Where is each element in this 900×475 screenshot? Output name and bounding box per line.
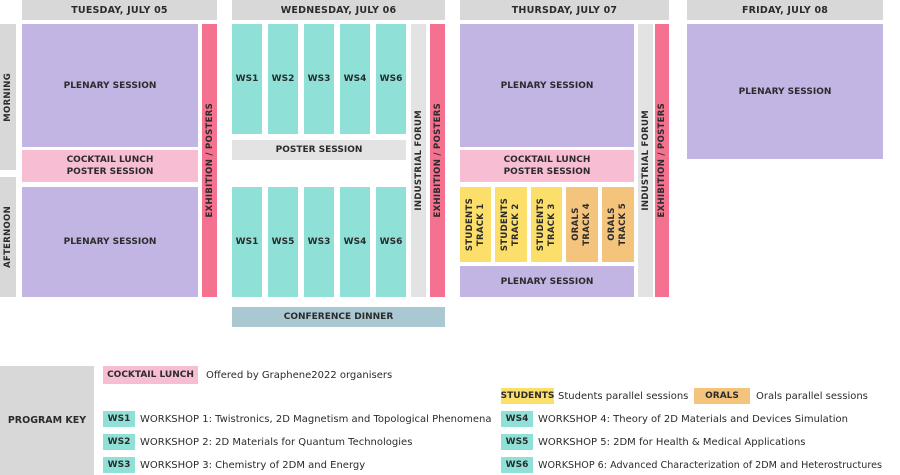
key-text-orals: Orals parallel sessions [756,390,868,402]
thu-track-4: ORALS TRACK 4 [566,187,598,262]
key-text-students: Students parallel sessions [558,390,689,402]
wed-industrial-label: INDUSTRIAL FORUM [413,110,424,211]
key-text-ws4: WORKSHOP 4: Theory of 2D Materials and D… [538,413,848,425]
fri-plenary: PLENARY SESSION [687,24,883,159]
tue-cocktail-lunch: COCKTAIL LUNCH POSTER SESSION [22,150,198,182]
day-header-tuesday: TUESDAY, JULY 05 [22,0,217,20]
thu-track-5-label: ORALS TRACK 5 [607,203,628,246]
wed-exhibition-label: EXHIBITION / POSTERS [432,103,443,218]
wed-poster-session: POSTER SESSION [232,140,406,160]
tue-plenary-morning: PLENARY SESSION [22,24,198,147]
thu-exhibition-posters: EXHIBITION / POSTERS [655,24,669,297]
thu-exhibition-label: EXHIBITION / POSTERS [657,103,667,218]
key-chip-cocktail-lunch: COCKTAIL LUNCH [103,366,198,384]
key-chip-ws5: WS5 [501,434,533,450]
wed-pm-ws-4: WS4 [340,187,370,297]
day-header-wednesday: WEDNESDAY, JULY 06 [232,0,445,20]
key-text-cocktail-lunch: Offered by Graphene2022 organisers [206,369,393,381]
tue-exhibition-label: EXHIBITION / POSTERS [204,103,215,218]
wed-am-ws-1: WS1 [232,24,262,134]
wed-exhibition-posters: EXHIBITION / POSTERS [430,24,445,297]
key-text-ws5: WORKSHOP 5: 2DM for Health & Medical App… [538,436,806,448]
thu-track-4-label: ORALS TRACK 4 [571,203,592,246]
day-header-thursday: THURSDAY, JULY 07 [460,0,669,20]
period-morning-label: MORNING [3,72,13,122]
tue-plenary-afternoon: PLENARY SESSION [22,187,198,297]
thu-industrial-label: INDUSTRIAL FORUM [640,110,651,211]
thu-track-2: STUDENTS TRACK 2 [495,187,527,262]
key-text-ws3: WORKSHOP 3: Chemistry of 2DM and Energy [140,459,366,471]
wed-am-ws-3: WS3 [304,24,334,134]
period-morning: MORNING [0,24,16,170]
thu-track-3-label: STUDENTS TRACK 3 [535,197,557,252]
key-text-ws6: WORKSHOP 6: Advanced Characterization of… [538,459,883,471]
key-chip-orals: ORALS [694,388,750,404]
thu-industrial-forum: INDUSTRIAL FORUM [638,24,653,297]
key-chip-ws3: WS3 [103,457,135,473]
thu-track-2-label: STUDENTS TRACK 2 [500,197,521,252]
period-afternoon-label: AFTERNOON [3,206,13,268]
wed-pm-ws-2: WS5 [268,187,298,297]
wed-industrial-forum: INDUSTRIAL FORUM [411,24,426,297]
thu-track-3: STUDENTS TRACK 3 [531,187,562,262]
thu-plenary-morning: PLENARY SESSION [460,24,634,147]
wed-am-ws-4: WS4 [340,24,370,134]
wed-pm-ws-5: WS6 [376,187,406,297]
key-text-ws2: WORKSHOP 2: 2D Materials for Quantum Tec… [140,436,413,448]
wed-pm-ws-1: WS1 [232,187,262,297]
key-text-ws1: WORKSHOP 1: Twistronics, 2D Magnetism an… [140,413,492,425]
key-chip-ws6: WS6 [501,457,533,473]
thu-track-5: ORALS TRACK 5 [602,187,634,262]
thu-cocktail-lunch: COCKTAIL LUNCH POSTER SESSION [460,150,634,182]
tue-exhibition-posters: EXHIBITION / POSTERS [202,24,217,297]
day-header-friday: FRIDAY, JULY 08 [687,0,883,20]
wed-am-ws-2: WS2 [268,24,298,134]
program-key-label: PROGRAM KEY [0,366,94,475]
thu-track-1: STUDENTS TRACK 1 [460,187,491,262]
wed-conference-dinner: CONFERENCE DINNER [232,307,445,327]
key-chip-ws2: WS2 [103,434,135,450]
thu-track-1-label: STUDENTS TRACK 1 [464,197,486,252]
thu-plenary-afternoon: PLENARY SESSION [460,266,634,297]
wed-am-ws-5: WS6 [376,24,406,134]
period-afternoon: AFTERNOON [0,177,16,297]
key-chip-ws4: WS4 [501,411,533,427]
key-chip-ws1: WS1 [103,411,135,427]
key-chip-students: STUDENTS [501,388,554,404]
wed-pm-ws-3: WS3 [304,187,334,297]
